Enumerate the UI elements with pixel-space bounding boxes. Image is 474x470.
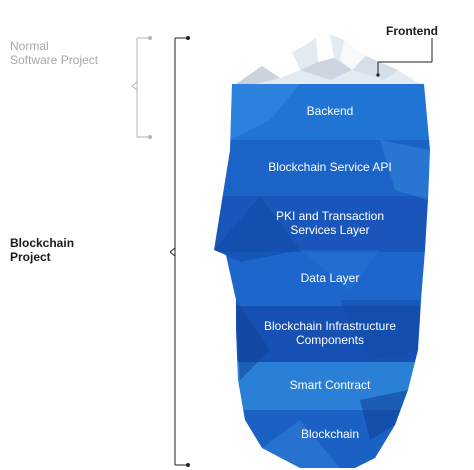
iceberg-facets <box>214 84 430 468</box>
layer-label-line: Blockchain Service API <box>268 160 392 174</box>
layer-label-line: Blockchain <box>300 427 360 441</box>
layer-label: Blockchain Service API <box>228 160 432 174</box>
layer-label: Smart Contract <box>228 378 432 392</box>
normal-label-line2: Software Project <box>10 53 99 67</box>
bracket-dot <box>148 36 152 40</box>
layer-label-line: Backend <box>306 104 354 118</box>
normal-project-bracket <box>131 37 150 138</box>
layer-label: Backend <box>228 104 432 118</box>
normal-label-line1: Normal <box>10 39 49 53</box>
layer-label-line: Blockchain Infrastructure <box>263 319 397 333</box>
pointer-dot <box>376 73 380 77</box>
iceberg-layer <box>214 252 430 306</box>
iceberg-layer <box>214 84 430 140</box>
layer-label-line: Smart Contract <box>289 378 371 392</box>
layer-label-line: Components <box>295 333 365 347</box>
bracket-dot <box>186 36 190 40</box>
bracket-dot <box>148 135 152 139</box>
blockchain-label-line1: Blockchain <box>10 236 75 250</box>
bracket-dot <box>186 463 190 467</box>
iceberg-layer <box>214 140 430 196</box>
blockchain-project-bracket <box>169 37 188 466</box>
ice-tip <box>236 34 420 84</box>
layer-label: Blockchain <box>228 427 432 441</box>
blockchain-project-label: Blockchain Project <box>10 236 74 264</box>
layer-label: Data Layer <box>228 271 432 285</box>
normal-software-project-label: Normal Software Project <box>10 39 98 67</box>
blockchain-label-line2: Project <box>10 250 51 264</box>
layer-label-line: Services Layer <box>290 223 370 237</box>
frontend-pointer <box>377 38 433 75</box>
layer-label-line: Data Layer <box>300 271 360 285</box>
frontend-label: Frontend <box>386 24 438 38</box>
layer-label-line: PKI and Transaction <box>275 209 385 223</box>
